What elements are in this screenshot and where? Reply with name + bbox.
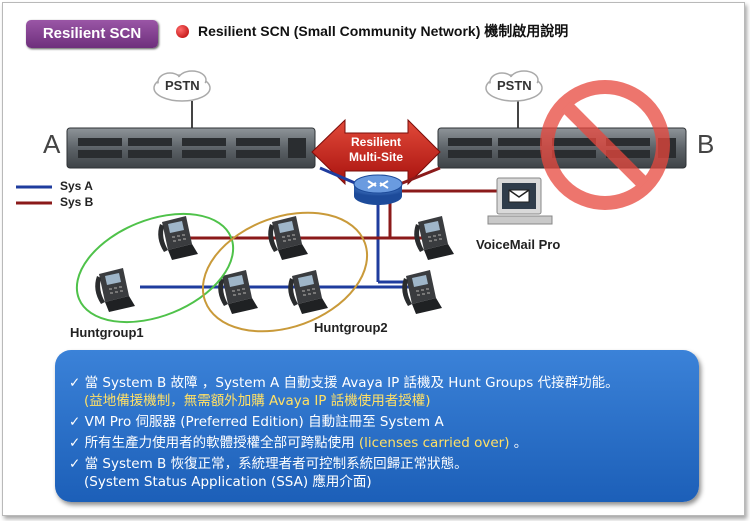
info-line-6: (System Status Application (SSA) 應用介面) bbox=[84, 474, 372, 490]
info-line-5: ✓ 當 System B 恢復正常，系統理者者可控制系統回歸正常狀態。 bbox=[69, 456, 468, 472]
check-icon: ✓ bbox=[69, 435, 81, 451]
legend-sys-a-label: Sys A bbox=[60, 179, 93, 193]
pstn-left-label: PSTN bbox=[165, 78, 200, 93]
prohibited-icon bbox=[540, 80, 670, 210]
pstn-right-label: PSTN bbox=[497, 78, 532, 93]
ip-phone-icon bbox=[218, 270, 258, 314]
huntgroup2-label: Huntgroup2 bbox=[314, 320, 388, 335]
voicemail-label: VoiceMail Pro bbox=[476, 237, 561, 252]
slide-title: Resilient SCN (Small Community Network) … bbox=[198, 23, 569, 39]
info-line-2: (益地備援機制，無需額外加購 Avaya IP 話機使用者授權) bbox=[84, 393, 431, 409]
ip-phone-icon bbox=[95, 268, 135, 312]
red-bullet-icon bbox=[176, 25, 189, 38]
site-b-label: B bbox=[697, 129, 715, 159]
sys-b-links bbox=[180, 189, 510, 240]
check-icon: ✓ bbox=[69, 375, 81, 391]
info-line-4: ✓ 所有生產力使用者的軟體授權全部可跨點使用 (licenses carried… bbox=[69, 435, 528, 451]
info-box: ✓ 當 System B 故障 ，System A 自動支援 Avaya IP … bbox=[55, 350, 699, 502]
resilient-arrow-line1: Resilient bbox=[350, 135, 401, 149]
ip-phone-icon bbox=[402, 270, 442, 314]
ip-phone-icon bbox=[288, 270, 328, 314]
voicemail-server-icon bbox=[487, 177, 553, 225]
legend-sys-b-label: Sys B bbox=[60, 195, 94, 209]
title-badge: Resilient SCN bbox=[26, 20, 158, 48]
huntgroup1-ring bbox=[75, 212, 235, 324]
system-a-chassis-icon bbox=[66, 127, 316, 169]
resilient-arrow-icon bbox=[311, 118, 441, 186]
system-b-chassis-icon bbox=[437, 127, 687, 169]
check-icon: ✓ bbox=[69, 456, 81, 472]
site-a-label: A bbox=[43, 129, 61, 159]
huntgroup2-ring bbox=[201, 211, 369, 333]
check-icon: ✓ bbox=[69, 414, 81, 430]
info-line-1: ✓ 當 System B 故障 ，System A 自動支援 Avaya IP … bbox=[69, 375, 619, 391]
router-icon bbox=[353, 174, 403, 205]
info-line-3: ✓ VM Pro 伺服器 (Preferred Edition) 自動註冊至 S… bbox=[69, 414, 444, 430]
huntgroup1-label: Huntgroup1 bbox=[70, 325, 144, 340]
resilient-arrow-line2: Multi-Site bbox=[349, 150, 403, 164]
resilient-arrow-label: Resilient Multi-Site bbox=[336, 135, 416, 165]
